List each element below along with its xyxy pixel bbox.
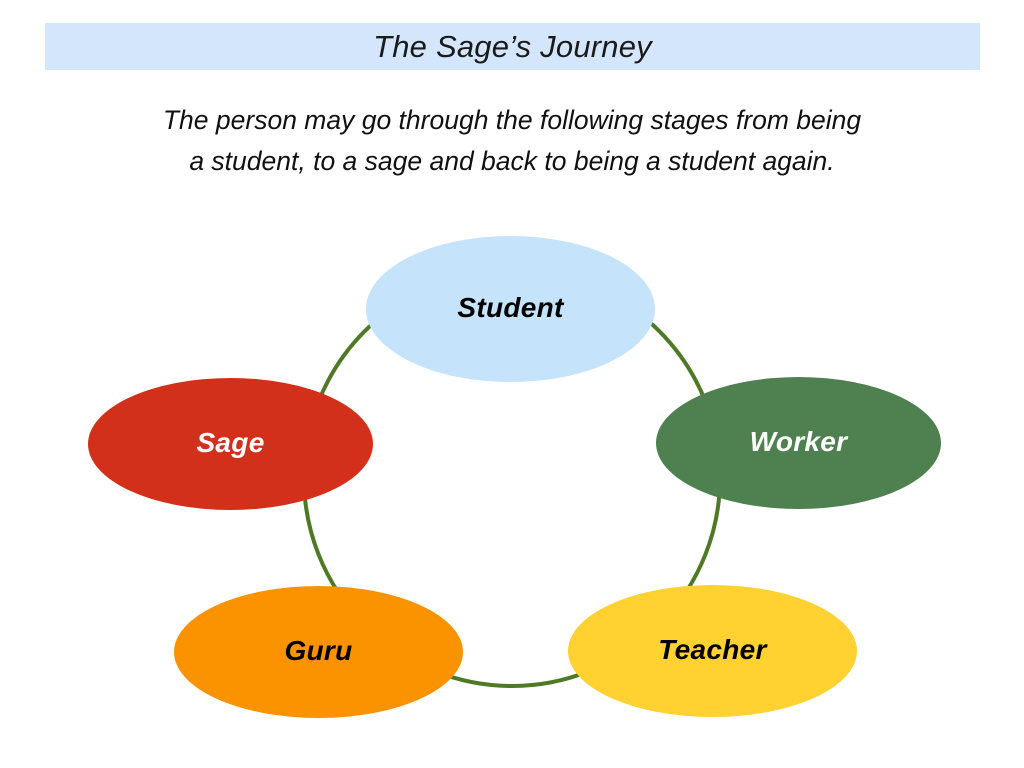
node-sage[interactable]: Sage (88, 378, 373, 510)
node-guru-label: Guru (284, 635, 353, 666)
node-worker[interactable]: Worker (656, 377, 941, 509)
node-teacher[interactable]: Teacher (568, 585, 857, 717)
cycle-diagram: Student Worker Teacher Guru Sage (0, 190, 1024, 768)
node-worker-label: Worker (749, 426, 848, 457)
title-band (45, 23, 980, 70)
subtitle: The person may go through the following … (62, 100, 962, 182)
page-title: The Sage’s Journey (45, 23, 980, 70)
page-title-text: The Sage’s Journey (373, 28, 652, 64)
subtitle-line-2: a student, to a sage and back to being a… (189, 146, 835, 176)
node-sage-label: Sage (196, 427, 265, 458)
node-student[interactable]: Student (366, 236, 655, 382)
node-guru[interactable]: Guru (174, 586, 463, 718)
subtitle-line-1: The person may go through the following … (162, 105, 862, 135)
node-student-label: Student (457, 292, 564, 323)
node-teacher-label: Teacher (658, 634, 767, 665)
